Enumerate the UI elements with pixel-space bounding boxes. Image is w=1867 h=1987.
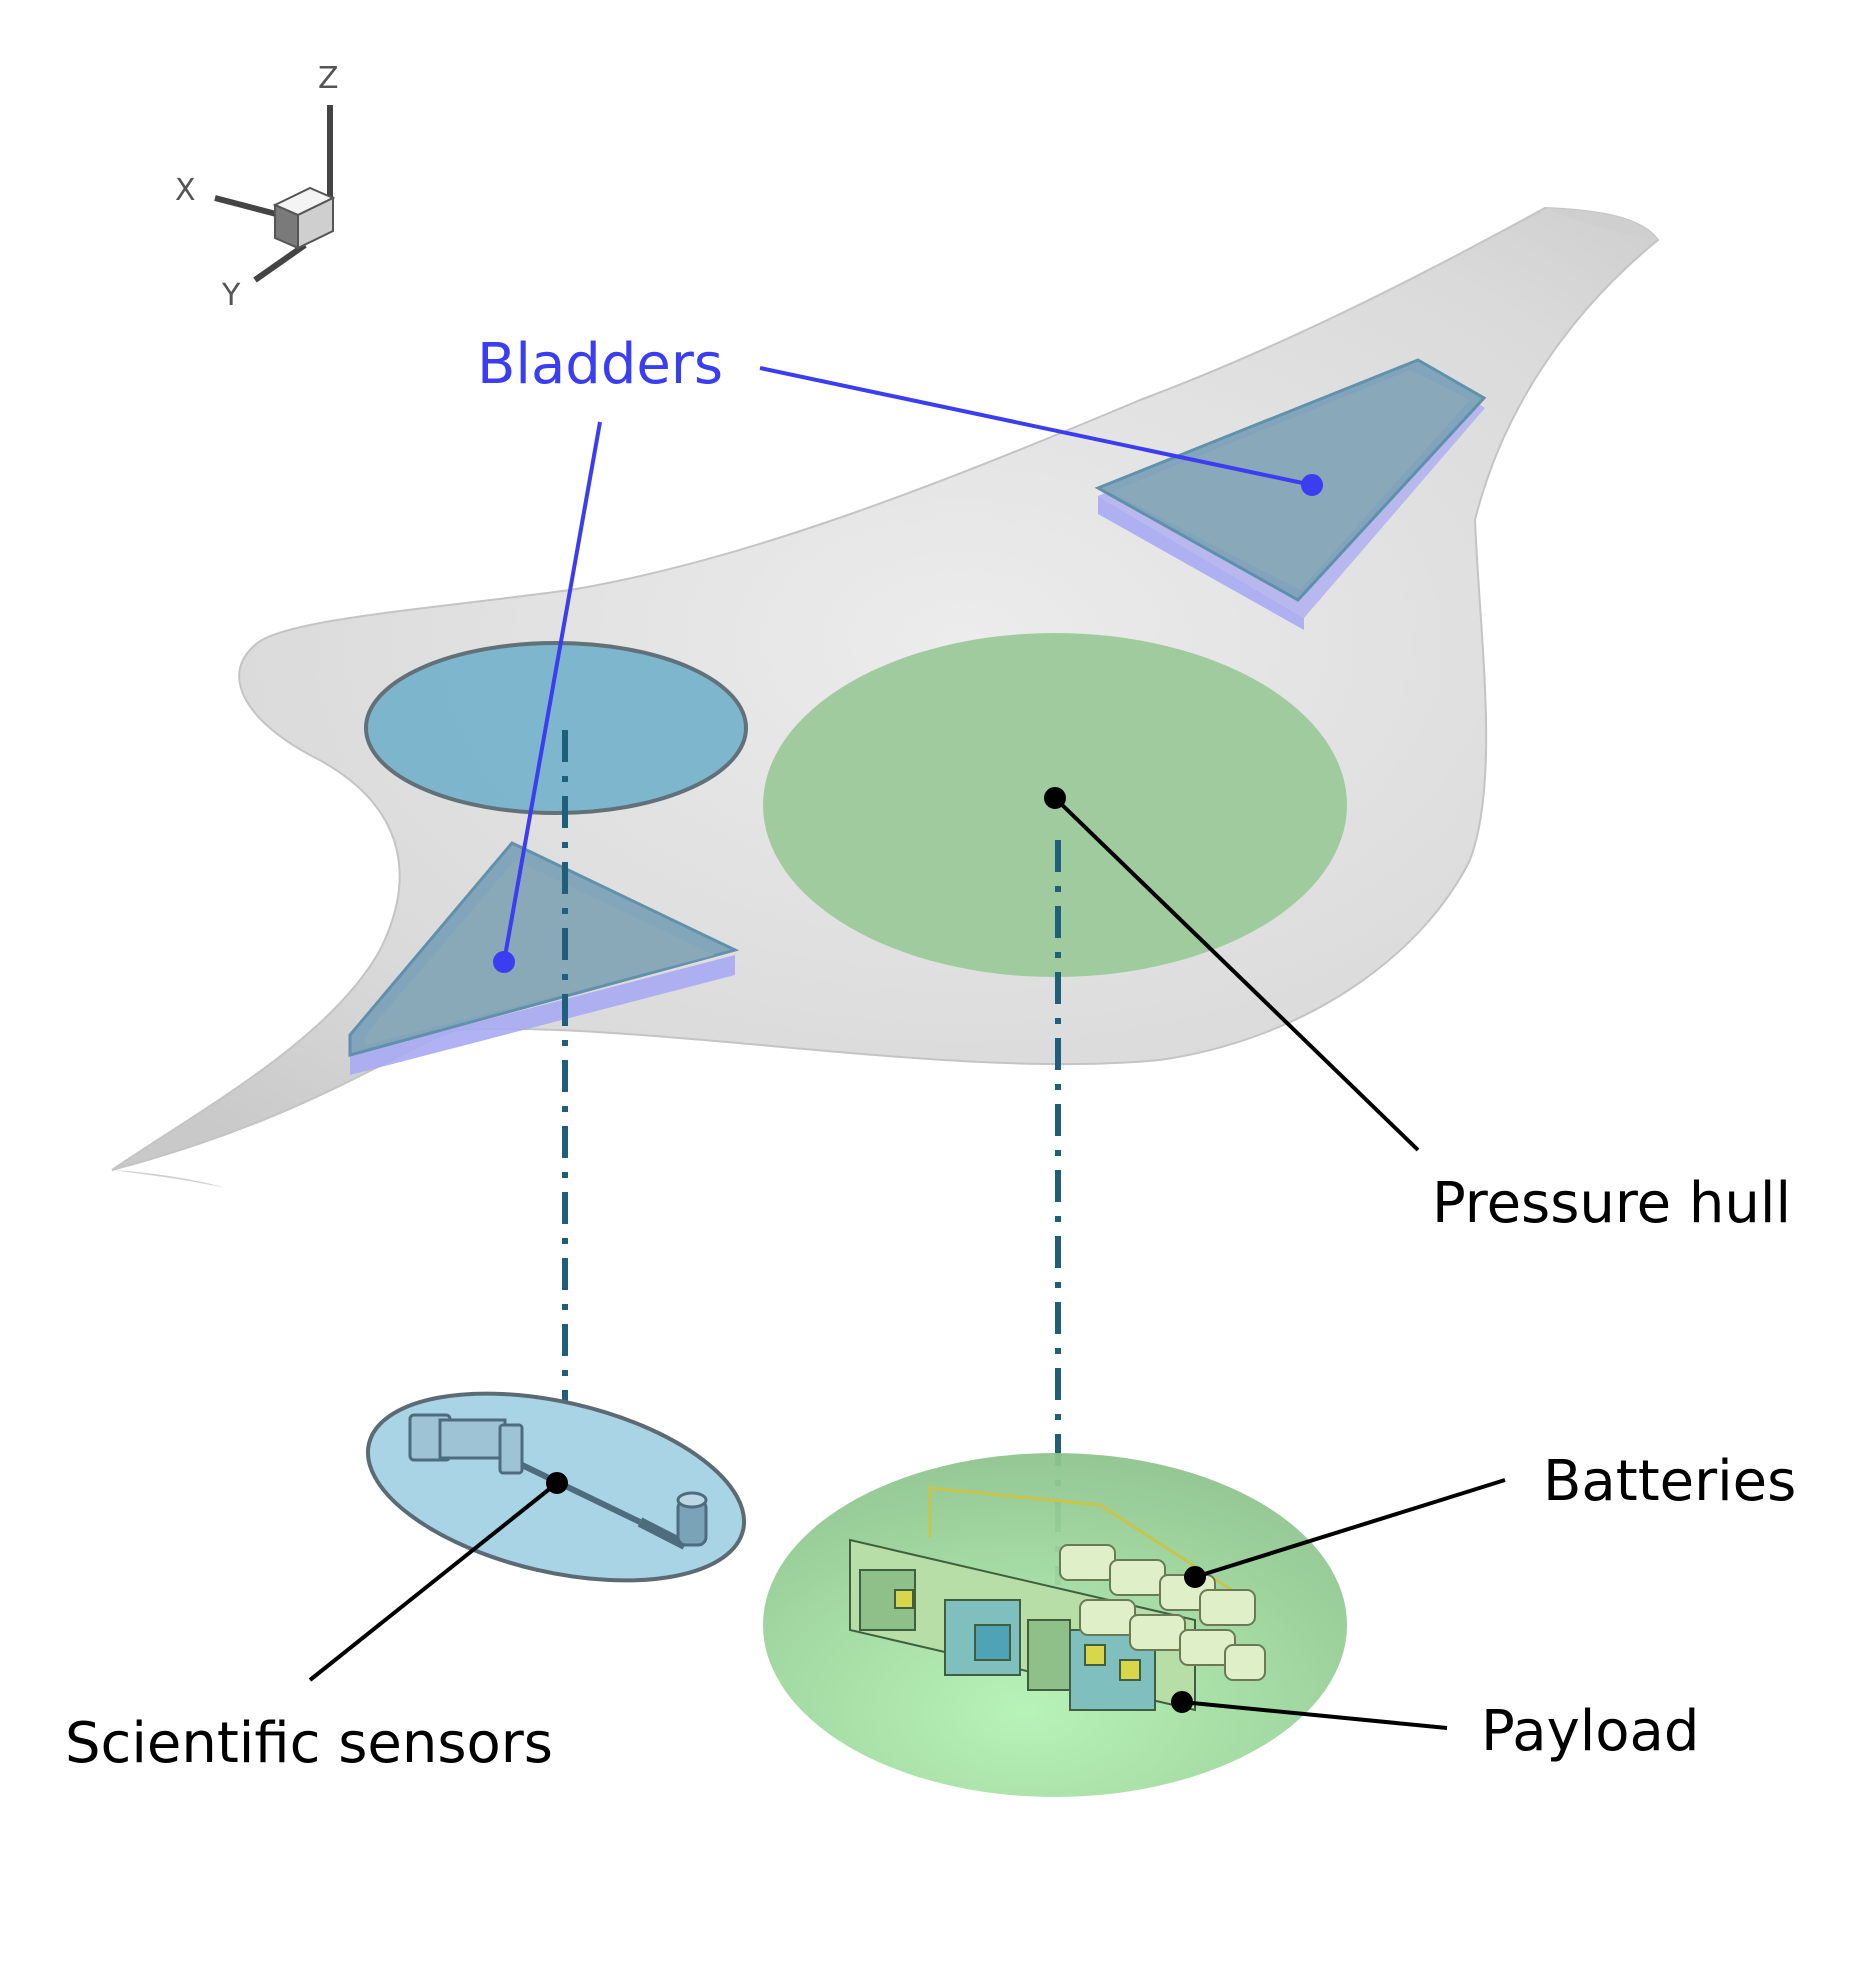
axis-cube-icon xyxy=(272,186,336,250)
leader-dot-sensors xyxy=(546,1472,568,1494)
leader-dot-pressure-hull xyxy=(1044,787,1066,809)
leader-dot-bladder-bottom xyxy=(493,951,515,973)
label-payload: Payload xyxy=(1481,1699,1699,1764)
sensor-bay-top xyxy=(364,641,748,815)
payload-board-stack xyxy=(849,1486,1256,1712)
bladder-bottom-left xyxy=(348,841,740,1075)
label-bladders: Bladders xyxy=(477,332,723,397)
leader-dot-batteries xyxy=(1184,1566,1206,1588)
sensor-icon xyxy=(408,1413,708,1550)
leader-dot-payload xyxy=(1171,1691,1193,1713)
axis-label-x: X xyxy=(175,173,196,208)
label-batteries: Batteries xyxy=(1543,1449,1796,1514)
leader-dot-bladder-top xyxy=(1301,474,1323,496)
bladder-leaders xyxy=(493,366,1323,973)
battery-pack xyxy=(1059,1544,1266,1681)
label-scientific-sensors: Scientific sensors xyxy=(65,1711,553,1776)
axis-triad: Z X Y xyxy=(175,61,339,313)
axis-label-z: Z xyxy=(318,61,339,96)
black-leaders xyxy=(308,787,1506,1730)
pressure-hull-bottom xyxy=(763,1453,1347,1797)
label-pressure-hull: Pressure hull xyxy=(1432,1171,1791,1236)
axis-label-y: Y xyxy=(221,278,241,313)
